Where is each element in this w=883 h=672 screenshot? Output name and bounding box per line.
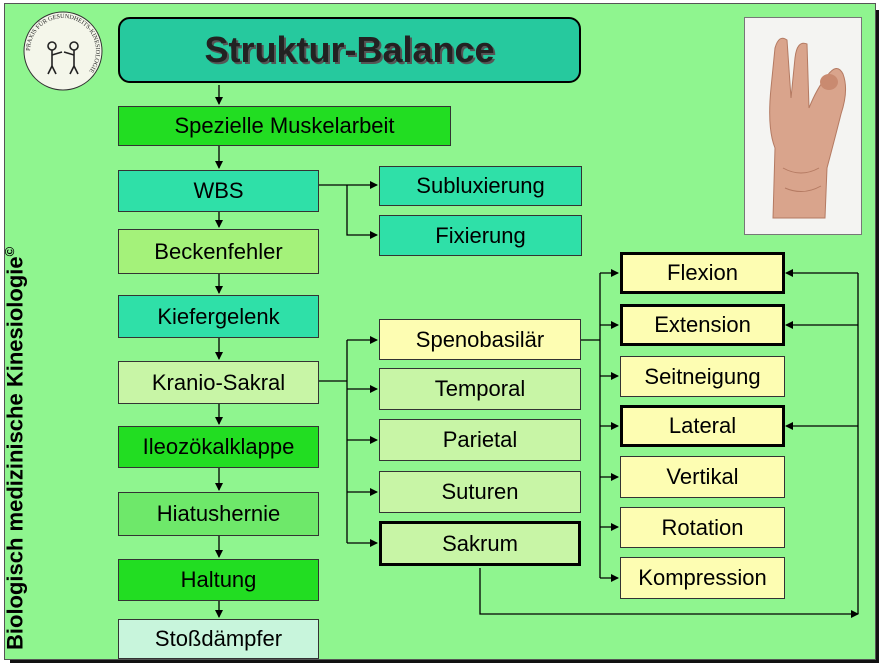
praxis-logo: PRAXIS FÜR GESUNDHEITS-KINESIOLOGIE [23,11,103,91]
box-spezielle-muskelarbeit: Spezielle Muskelarbeit [118,106,451,146]
frame-shadow-right [875,10,879,662]
box-ileozoekalklappe: Ileozökalklappe [118,426,319,468]
box-wbs: WBS [118,170,319,212]
hand-mudra-photo [744,17,862,235]
box-kranio-sakral: Kranio-Sakral [118,361,319,404]
box-seitneigung: Seitneigung [620,356,785,397]
box-temporal: Temporal [379,368,581,410]
two-figures-icon [47,41,79,75]
box-rotation: Rotation [620,507,785,548]
diagram-title: Struktur-Balance [118,17,581,83]
box-flexion: Flexion [620,252,785,294]
side-title: Biologisch medizinische Kinesiologie© [2,246,28,650]
box-parietal: Parietal [379,419,581,461]
box-sakrum: Sakrum [379,521,581,566]
frame-shadow-bottom [10,659,879,663]
box-hiatushernie: Hiatushernie [118,492,319,536]
box-suturen: Suturen [379,471,581,513]
arrow-sakrum-loop [479,568,859,618]
box-spenobasilaer: Spenobasilär [379,319,581,360]
box-beckenfehler: Beckenfehler [118,229,319,274]
box-vertikal: Vertikal [620,456,785,498]
box-kompression: Kompression [620,557,785,599]
box-subluxierung: Subluxierung [379,166,582,206]
box-haltung: Haltung [118,559,319,601]
box-stossdaempfer: Stoßdämpfer [118,619,319,659]
box-extension: Extension [620,304,785,346]
box-fixierung: Fixierung [379,215,582,256]
box-lateral: Lateral [620,405,785,447]
arrow-wbs-fixierung [346,185,378,239]
box-kiefergelenk: Kiefergelenk [118,295,319,338]
